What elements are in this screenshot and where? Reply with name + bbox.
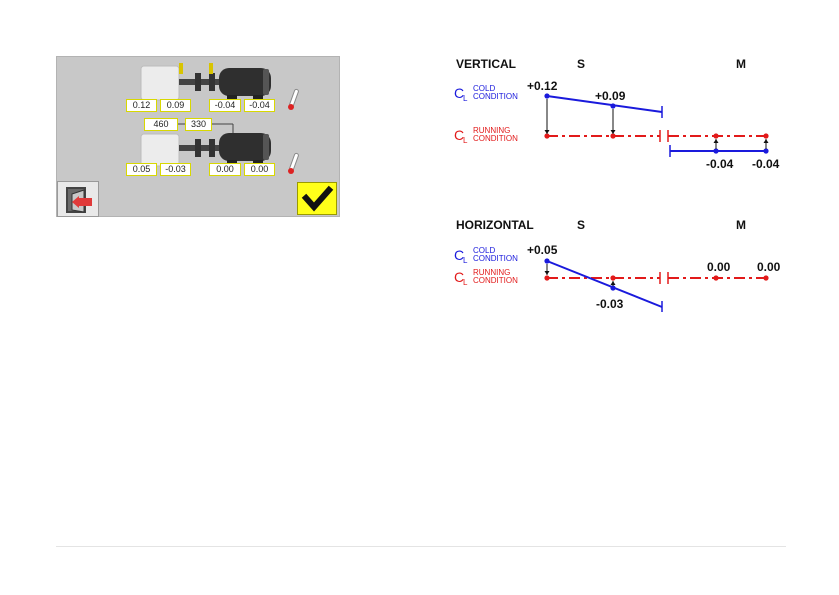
horizontal-title: HORIZONTAL bbox=[456, 218, 534, 232]
exit-door-icon bbox=[58, 182, 98, 216]
confirm-button[interactable] bbox=[297, 182, 337, 215]
page-divider bbox=[56, 546, 786, 547]
cold-value-box: -0.04 bbox=[244, 99, 275, 112]
stationary-machine-icon bbox=[141, 66, 179, 100]
cold-value-box: -0.04 bbox=[209, 99, 241, 112]
vertical-offset-arrow-head bbox=[545, 130, 550, 134]
thermometer-icon bbox=[288, 153, 299, 174]
vertical-s-front-value: +0.12 bbox=[527, 79, 558, 93]
horizontal-s-front-value: +0.05 bbox=[527, 243, 558, 257]
vertical-title: VERTICAL bbox=[456, 57, 516, 71]
running-value-box: 0.00 bbox=[244, 163, 275, 176]
running-legend-line2: CONDITION bbox=[473, 134, 518, 143]
cold-machine-train bbox=[141, 63, 271, 100]
cold-legend-sub: L bbox=[463, 94, 468, 103]
vertical-offset-arrow-head bbox=[714, 139, 719, 143]
running-legend-sub: L bbox=[463, 278, 468, 287]
thermometer-icon bbox=[288, 89, 299, 110]
cold-legend-sub: L bbox=[463, 256, 468, 265]
horizontal-running-point bbox=[763, 275, 768, 280]
vertical-running-point bbox=[763, 133, 768, 138]
machine-screen-panel: 0.12 0.09 -0.04 -0.04 460 330 0.05 -0.03… bbox=[56, 56, 340, 217]
cold-value-box: 0.09 bbox=[160, 99, 191, 112]
horizontal-offset-arrow-head bbox=[611, 281, 616, 285]
vertical-offset-arrow-head bbox=[764, 139, 769, 143]
horizontal-offset-arrow-head bbox=[545, 271, 550, 275]
vertical-m-label: M bbox=[736, 57, 746, 71]
coupling-icon bbox=[209, 139, 215, 157]
horizontal-s-rear-value: -0.03 bbox=[596, 297, 624, 311]
cold-legend-line2: CONDITION bbox=[473, 92, 518, 101]
vertical-cold-point bbox=[713, 148, 718, 153]
horizontal-m-rear-value: 0.00 bbox=[757, 260, 781, 274]
span-value-box[interactable]: 460 bbox=[144, 118, 178, 131]
coupling-icon bbox=[209, 73, 215, 91]
stationary-machine-icon bbox=[141, 134, 179, 166]
vertical-running-point bbox=[544, 133, 549, 138]
span-value-box[interactable]: 330 bbox=[185, 118, 212, 131]
running-value-box: 0.05 bbox=[126, 163, 157, 176]
vertical-s-label: S bbox=[577, 57, 585, 71]
vertical-offset-arrow-head bbox=[611, 130, 616, 134]
vertical-running-point bbox=[610, 133, 615, 138]
horizontal-m-label: M bbox=[736, 218, 746, 232]
vertical-running-point bbox=[713, 133, 718, 138]
checkmark-icon bbox=[298, 183, 336, 214]
vertical-cold-point bbox=[544, 93, 549, 98]
running-legend-sub: L bbox=[463, 136, 468, 145]
vertical-m-rear-value: -0.04 bbox=[752, 157, 780, 171]
alignment-diagrams: VERTICAL S M CLCOLDCONDITIONCLRUNNINGCONDIT… bbox=[440, 48, 790, 323]
coupling-icon bbox=[195, 139, 201, 157]
horizontal-m-front-value: 0.00 bbox=[707, 260, 731, 274]
sensor-icon bbox=[209, 63, 213, 74]
vertical-cold-point bbox=[763, 148, 768, 153]
running-value-box: -0.03 bbox=[160, 163, 191, 176]
horizontal-running-point bbox=[610, 275, 615, 280]
horizontal-cold-point bbox=[544, 258, 549, 263]
coupling-icon bbox=[195, 73, 201, 91]
sensor-icon bbox=[179, 63, 183, 74]
horizontal-cold-point bbox=[610, 285, 615, 290]
running-legend-line2: CONDITION bbox=[473, 276, 518, 285]
horizontal-s-label: S bbox=[577, 218, 585, 232]
cold-legend-line2: CONDITION bbox=[473, 254, 518, 263]
vertical-cold-point bbox=[610, 103, 615, 108]
vertical-m-front-value: -0.04 bbox=[706, 157, 734, 171]
running-value-box: 0.00 bbox=[209, 163, 241, 176]
exit-button[interactable] bbox=[57, 181, 99, 217]
horizontal-running-point bbox=[713, 275, 718, 280]
vertical-s-rear-value: +0.09 bbox=[595, 89, 626, 103]
cold-value-box: 0.12 bbox=[126, 99, 157, 112]
horizontal-running-point bbox=[544, 275, 549, 280]
